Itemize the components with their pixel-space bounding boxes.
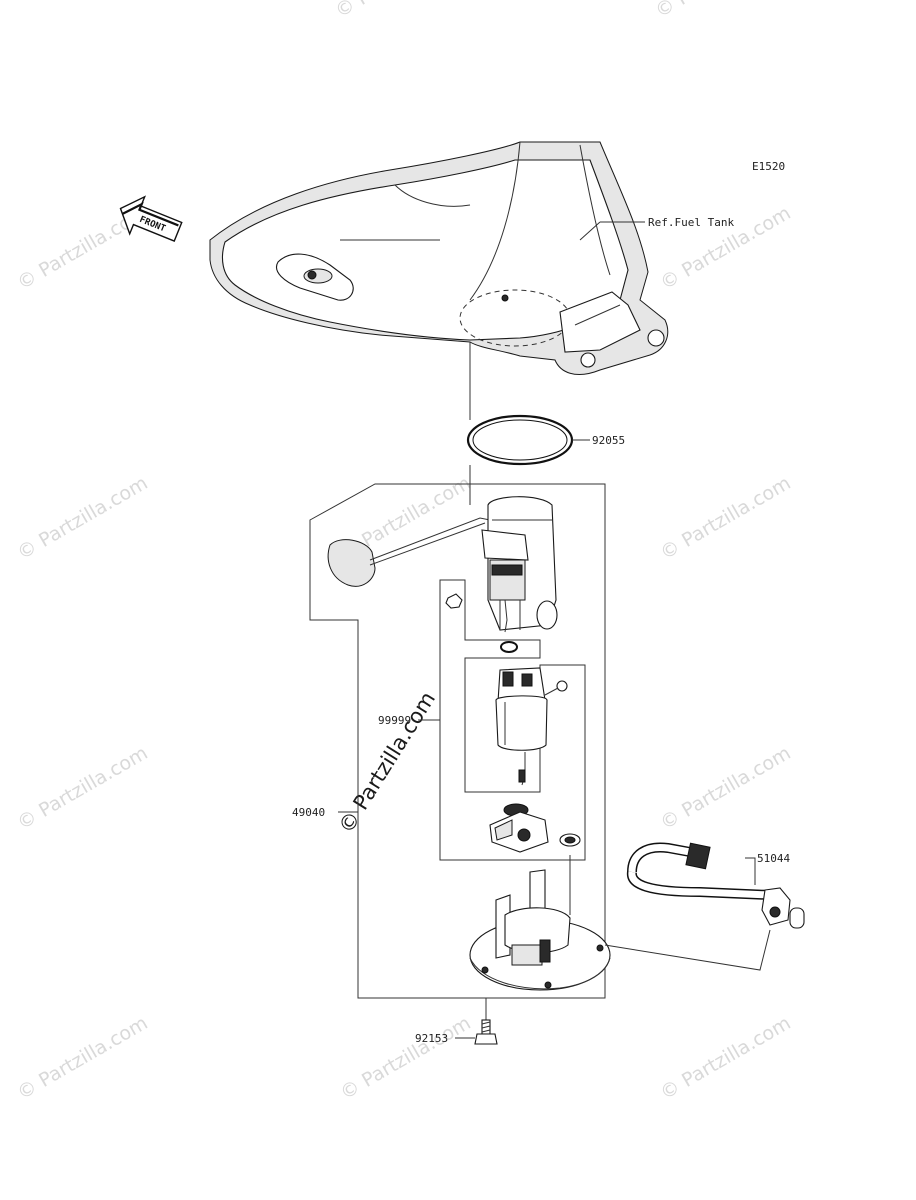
bracket-49040 [309, 483, 606, 999]
watermark-text: © Partzilla.com [337, 1012, 475, 1104]
watermark-text: © Partzilla.com [657, 1012, 795, 1104]
bracket-99999 [439, 579, 586, 861]
pump-flange [469, 855, 611, 991]
o-ring [500, 641, 518, 653]
watermark-text: © Partzilla.com [657, 472, 795, 564]
watermark-text: © Partzilla.com [652, 0, 790, 22]
ref-fuel-tank-label: Ref.Fuel Tank [648, 216, 734, 229]
nut [445, 593, 463, 609]
callout-92153: 92153 [415, 1032, 448, 1045]
leader-51044 [745, 857, 756, 885]
watermark-text: © Partzilla.com [14, 1012, 152, 1104]
pressure-regulator [489, 803, 549, 853]
watermark-text: © Partzilla.com [14, 472, 152, 564]
callout-49040: 49040 [292, 806, 325, 819]
front-arrow-icon: FRONT [119, 195, 183, 242]
seal [559, 833, 581, 847]
watermark-text: © Partzilla.com [657, 742, 795, 834]
callout-92055: 92055 [592, 434, 625, 447]
fuel-level-sender [327, 517, 491, 587]
watermark-center-text: © Partzilla.com [334, 687, 440, 837]
watermark-text: © Partzilla.com [332, 0, 470, 22]
diagram-code: E1520 [752, 160, 785, 173]
fuel-hose-51044 [626, 842, 805, 929]
callout-99999: 99999 [378, 714, 411, 727]
gasket-92055 [466, 414, 574, 466]
watermark-text: © Partzilla.com [14, 742, 152, 834]
fuel-pump-motor [495, 667, 568, 786]
bolt-92153 [474, 1019, 498, 1045]
pump-housing [481, 496, 558, 633]
fuel-tank [209, 141, 669, 375]
callout-51044: 51044 [757, 852, 790, 865]
